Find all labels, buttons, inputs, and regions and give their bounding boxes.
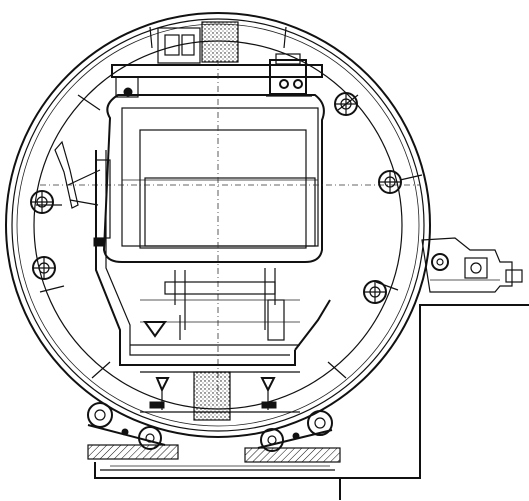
right-gear-wheels [334,92,402,304]
gear-right-lower [363,280,387,304]
foundation [94,304,529,500]
internal-fixtures [140,268,300,341]
bottom-column [140,371,300,421]
support-rollers [87,402,341,463]
top-blocks [157,21,239,64]
segment-lines [36,26,423,379]
roller-left [87,402,179,460]
left-gear-wheels [30,190,56,280]
gear-right-middle [378,170,402,194]
gear-left-lower [32,256,56,280]
roller-right [244,410,341,463]
vessel-body [40,60,420,400]
gear-left-upper [30,190,54,214]
left-lever [54,140,101,209]
gear-right-top [334,92,358,116]
drive-motor [421,237,523,293]
cradle-frame [93,150,331,366]
